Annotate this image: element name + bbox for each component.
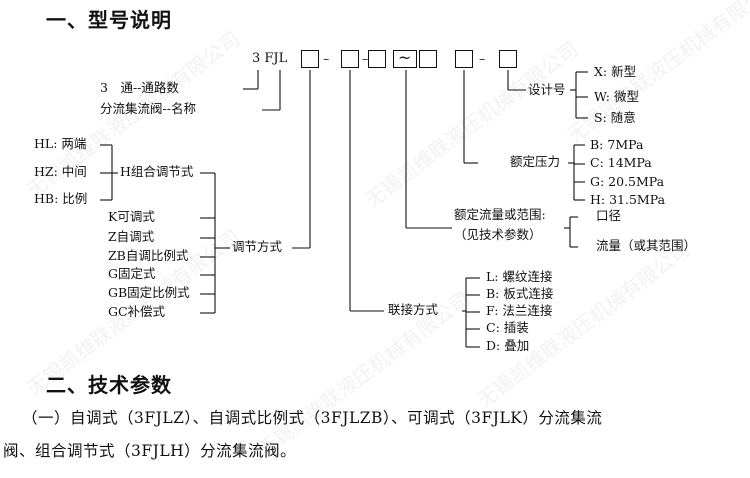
connection-item-f: F: 法兰连接 — [486, 303, 553, 318]
code-box-adjust — [301, 50, 319, 68]
pressure-item-c: C: 14MPa — [590, 155, 652, 170]
code-dash: – — [362, 51, 369, 66]
design-item-s: S: 随意 — [594, 110, 636, 125]
channel-count-label: 3 通--通路数 — [100, 80, 179, 95]
section-title-params: 二、技术参数 — [46, 373, 172, 397]
connection-item-l: L: 螺纹连接 — [486, 269, 553, 284]
model-prefix: 3 FJL — [252, 51, 288, 66]
code-box-design — [499, 50, 517, 68]
pressure-item-h: H: 31.5MPa — [590, 192, 666, 207]
combo-item-hl: HL: 两端 — [34, 136, 87, 151]
code-box-tilde — [393, 50, 417, 68]
connection-item-b: B: 板式连接 — [486, 286, 554, 301]
flow-item-bore: 口径 — [596, 208, 622, 223]
adjust-type: Z自调式 — [108, 229, 155, 244]
adjust-type: GB固定比例式 — [108, 285, 190, 300]
flow-item-range: 流量（或其范围） — [596, 238, 697, 253]
code-box-bore — [368, 50, 386, 68]
adjust-type: ZB自调比例式 — [108, 248, 189, 263]
adjust-type: G固定式 — [108, 266, 156, 281]
code-box-pressure — [455, 50, 473, 68]
code-dash: – — [323, 51, 330, 66]
combo-item-hb: HB: 比例 — [34, 191, 88, 206]
adjust-type: GC补偿式 — [108, 304, 166, 319]
combo-label: H组合调节式 — [120, 164, 194, 179]
params-paragraph-line-2: 阀、组合调节式（3FJLH）分流集流阀。 — [3, 442, 297, 460]
design-label: 设计号 — [528, 82, 566, 97]
adjust-label: 调节方式 — [232, 239, 283, 254]
code-box-connection — [341, 50, 359, 68]
code-dash: – — [479, 51, 486, 66]
connection-label: 联接方式 — [388, 302, 439, 317]
flow-note: （见技术参数） — [454, 227, 542, 242]
code-box-flow — [419, 50, 437, 68]
section-title-model: 一、型号说明 — [46, 8, 172, 32]
tilde-symbol: ~ — [398, 48, 412, 67]
pressure-label: 额定压力 — [510, 154, 561, 169]
adjust-type: K可调式 — [108, 209, 155, 224]
pressure-item-b: B: 7MPa — [590, 137, 644, 152]
design-item-w: W: 微型 — [594, 89, 639, 104]
flow-label: 额定流量或范围: — [454, 207, 546, 222]
design-item-x: X: 新型 — [594, 64, 637, 79]
combo-item-hz: HZ: 中间 — [34, 164, 87, 179]
params-paragraph-line-1: （一）自调式（3FJLZ）、自调式比例式（3FJLZB）、可调式（3FJLK）分… — [22, 409, 603, 427]
connection-item-c: C: 插装 — [486, 320, 529, 335]
name-label: 分流集流阀--名称 — [100, 101, 196, 116]
connection-item-d: D: 叠加 — [486, 338, 530, 353]
pressure-item-g: G: 20.5MPa — [590, 174, 665, 189]
